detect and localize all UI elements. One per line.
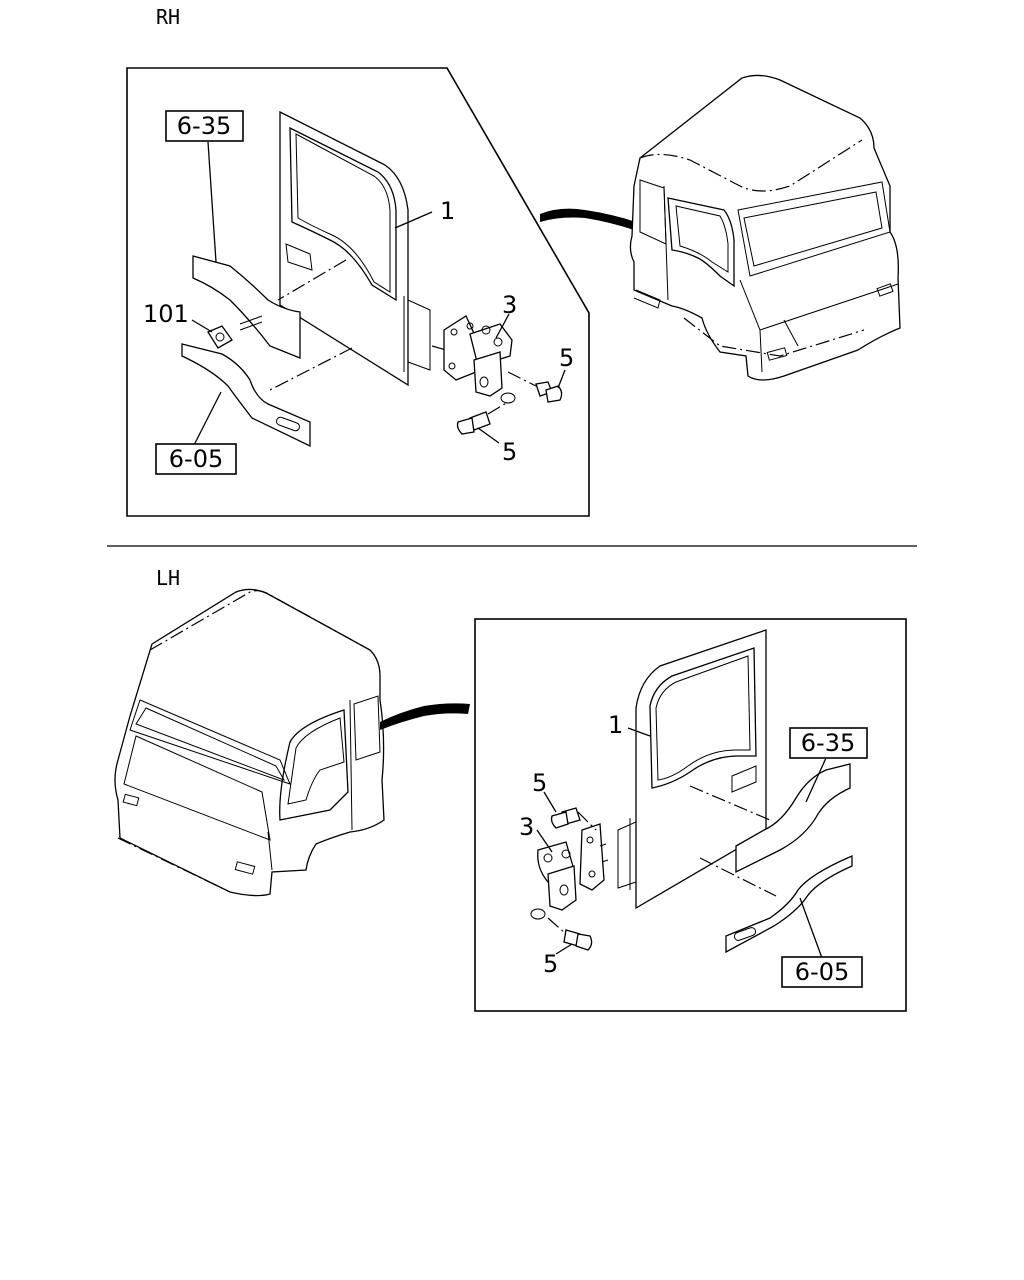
lh-ref-lower: 6-05 <box>795 958 849 986</box>
lh-callout-door: 1 <box>608 711 623 739</box>
rh-callout-bolt-upper: 5 <box>559 344 574 372</box>
rh-bolt-upper-guide <box>507 371 537 387</box>
rh-ref-upper: 6-35 <box>177 112 231 140</box>
rh-trim-panel <box>192 255 301 359</box>
rh-seal-slot <box>275 416 301 432</box>
rh-section-title: RH <box>156 5 180 29</box>
rh-cab-illustration <box>629 74 901 381</box>
lh-ref-upper: 6-35 <box>801 729 855 757</box>
lh-lower-seal <box>725 855 853 954</box>
rh-ref-upper-leader <box>207 141 217 263</box>
rh-door <box>279 110 431 387</box>
lh-callout-bolt-upper: 5 <box>532 769 547 797</box>
lh-bolt-upper <box>550 807 581 829</box>
lh-section-title: LH <box>156 566 180 590</box>
lh-ref-box-upper <box>789 727 868 759</box>
lh-ref-box-lower <box>781 956 863 988</box>
rh-clip-leader <box>191 319 213 333</box>
rh-ref-lower: 6-05 <box>169 445 223 473</box>
rh-guide-line-lower <box>269 347 353 391</box>
lh-door <box>617 629 767 910</box>
lh-callout-bolt-lower: 5 <box>543 950 558 978</box>
lh-bolt-lower <box>563 929 593 951</box>
lh-pointer-arrow <box>380 703 470 730</box>
rh-callout-hinge: 3 <box>502 291 517 319</box>
lh-seal-slot <box>733 927 757 941</box>
rh-clip <box>207 315 263 349</box>
lh-hinge <box>530 823 609 920</box>
lh-ref-upper-leader <box>805 757 827 803</box>
lh-trim-panel <box>735 763 851 874</box>
rh-hinge-leader <box>495 313 510 339</box>
rh-bolt-lower-guide <box>487 401 509 415</box>
lh-bolt-lower-leader <box>555 943 573 955</box>
rh-lower-seal <box>181 343 311 448</box>
lh-guide-line-upper <box>689 785 771 821</box>
rh-ref-box-lower <box>155 443 237 475</box>
lh-hinge-leader <box>536 829 553 853</box>
rh-ref-lower-leader <box>192 391 222 448</box>
rh-callout-bolt-lower: 5 <box>502 438 517 466</box>
lh-door-leader <box>627 727 651 737</box>
lh-bolt-lower-guide <box>547 917 567 935</box>
rh-pointer-arrow <box>540 208 636 230</box>
rh-hinge <box>443 315 516 404</box>
rh-callout-clip: 101 <box>143 300 189 328</box>
lh-ref-lower-leader <box>799 897 823 959</box>
rh-door-leader <box>394 211 433 229</box>
lh-bolt-upper-leader <box>543 791 557 813</box>
lh-guide-line-lower <box>699 857 777 897</box>
rh-callout-door: 1 <box>440 197 455 225</box>
lh-callout-hinge: 3 <box>519 813 534 841</box>
lh-cab-illustration <box>114 588 385 897</box>
rh-guide-line-upper <box>277 259 347 301</box>
rh-ref-box-upper <box>165 110 244 142</box>
rh-bolt-upper-leader <box>557 369 566 389</box>
lh-bolt-upper-guide <box>577 811 597 831</box>
rh-bolt-lower <box>456 411 491 435</box>
rh-bolt-lower-leader <box>477 427 500 444</box>
